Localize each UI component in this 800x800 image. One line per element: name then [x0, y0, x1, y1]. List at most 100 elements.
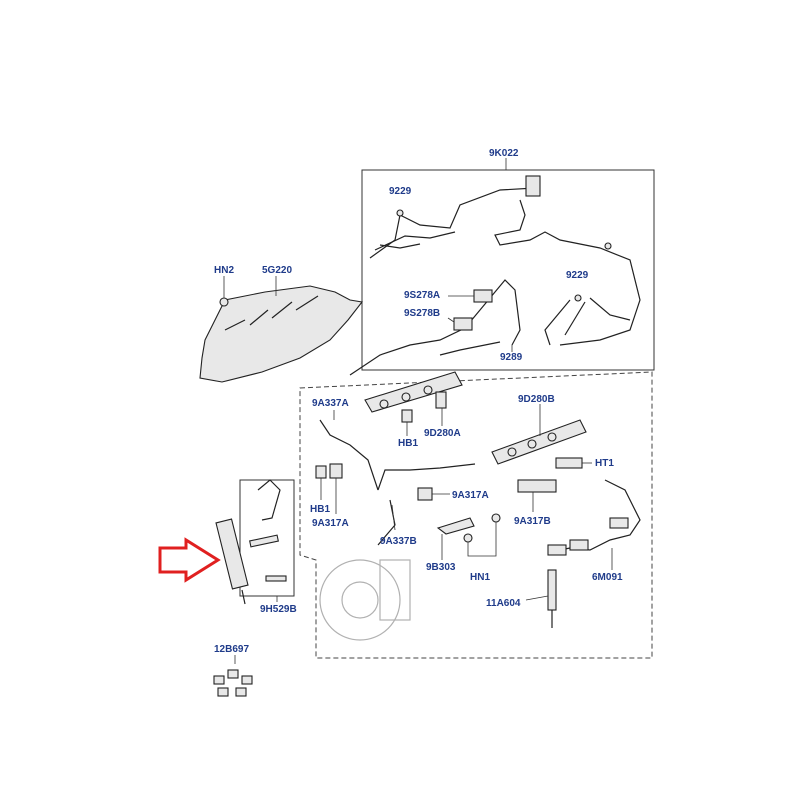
label-6m091: 6M091: [592, 572, 623, 583]
rail-port-1: [379, 399, 389, 409]
fuel-rail-box: [299, 371, 653, 659]
harness-branch-e: [589, 297, 631, 321]
glow-plug-group: [525, 569, 557, 628]
harness-branch-a: [374, 231, 456, 251]
label-hb1-lower: HB1: [310, 504, 330, 515]
engine-cover-ribs: [224, 295, 319, 331]
rail-sensor: [435, 391, 447, 409]
injector-seal: [265, 575, 287, 582]
label-9289: 9289: [500, 352, 523, 363]
label-9b303: 9B303: [426, 562, 456, 573]
bracket-group: [436, 513, 501, 560]
return-pipe-9289: [349, 279, 521, 376]
glow-connector-1: [547, 544, 567, 556]
injector-group: [215, 479, 295, 605]
label-9229-right: 9229: [566, 270, 589, 281]
hp-pipe-9a337b-upper: [377, 463, 476, 491]
injector: [215, 518, 249, 590]
clamp-9a317a-left: [329, 463, 343, 479]
harness-clip: [604, 242, 612, 250]
ht1-clip: [555, 457, 583, 469]
highlight-arrow-icon: [158, 537, 221, 583]
injector-clamp: [249, 534, 279, 548]
connector-9s278b: [453, 317, 473, 331]
bolt-1: [213, 675, 225, 685]
bolt-5: [235, 687, 247, 697]
rail-b-port-2: [527, 439, 537, 449]
label-9s278a: 9S278A: [404, 290, 440, 301]
label-9a317a-left: 9A317A: [312, 518, 349, 529]
label-hn2: HN2: [214, 265, 234, 276]
bolt-kit-group: [213, 655, 253, 697]
hb1-bolt-b: [315, 465, 327, 479]
label-hn1: HN1: [470, 572, 490, 583]
hp-pipe-group: [315, 410, 476, 546]
label-9229-left: 9229: [389, 186, 412, 197]
leader-9s278b: [447, 317, 455, 323]
fuel-pump-hub: [341, 581, 379, 619]
return-pipe-branch: [439, 341, 501, 356]
fuel-rail-a: [364, 371, 463, 413]
label-12b697: 12B697: [214, 644, 249, 655]
hn1-nut-b: [491, 513, 501, 523]
label-9s278b: 9S278B: [404, 308, 440, 319]
label-hb1-upper: HB1: [398, 438, 418, 449]
fuel-rail-b: [491, 419, 587, 465]
harness-branch-c: [544, 299, 571, 346]
label-5g220: 5G220: [262, 265, 292, 276]
glow-connector-2: [569, 539, 589, 551]
clamp-9a317b: [517, 479, 557, 493]
return-pipe-group: [349, 279, 521, 376]
rail-port-3: [423, 385, 433, 395]
connector-9s278a: [473, 289, 493, 303]
label-9a317b: 9A317B: [514, 516, 551, 527]
label-9d280a: 9D280A: [424, 428, 461, 439]
leader-hn1: [467, 522, 497, 557]
harness-9k022-group: [361, 158, 655, 371]
injector-kit-box: [239, 479, 295, 597]
glow-harness-group: [547, 479, 641, 570]
clamp-9a317a-right: [417, 487, 433, 501]
fuel-pump-body: [379, 559, 411, 621]
rail-b-port-3: [547, 432, 557, 442]
hn2-fastener: [219, 297, 229, 307]
harness-branch-b: [379, 243, 421, 249]
clamp-ht1-group: [517, 457, 592, 512]
label-9a337b: 9A337B: [380, 536, 417, 547]
harness-cable-left: [369, 187, 536, 259]
fuel-rail-a-group: [364, 371, 463, 436]
rail-port-2: [401, 392, 411, 402]
hp-pipe-9a337b-lower: [377, 499, 396, 546]
hb1-bolt-a: [401, 409, 413, 423]
glow-plug-11a604: [547, 569, 557, 611]
hn1-nut-a: [463, 533, 473, 543]
harness-clip-2: [574, 294, 582, 302]
label-9a337a-top: 9A337A: [312, 398, 349, 409]
fuel-pump-group: [319, 559, 411, 641]
label-ht1: HT1: [595, 458, 614, 469]
hp-pipe-9a337a: [319, 419, 379, 491]
bolt-2: [227, 669, 239, 679]
engine-cover-group: [199, 276, 364, 383]
fuel-rail-b-group: [491, 404, 587, 465]
engine-cover: [199, 285, 364, 383]
bolt-3: [241, 675, 253, 685]
label-9h529b: 9H529B: [260, 604, 297, 615]
glow-connector-3: [609, 517, 629, 529]
harness-clip-3: [396, 209, 404, 217]
leader-11a604: [525, 595, 549, 601]
injector-leak-pipe: [257, 479, 281, 521]
harness-branch-d: [564, 301, 586, 336]
rail-b-port-1: [507, 447, 517, 457]
fuel-pump-housing: [319, 559, 401, 641]
bracket-9b303: [436, 517, 475, 535]
glow-harness-6m091: [549, 479, 641, 553]
harness-connector-top: [525, 175, 541, 197]
injector-nozzle: [241, 589, 246, 605]
harness-cable-right: [494, 199, 641, 346]
leader-9a337b: [391, 504, 396, 531]
label-9d280b: 9D280B: [518, 394, 555, 405]
label-9k022: 9K022: [489, 148, 519, 159]
harness-box: [361, 169, 655, 371]
